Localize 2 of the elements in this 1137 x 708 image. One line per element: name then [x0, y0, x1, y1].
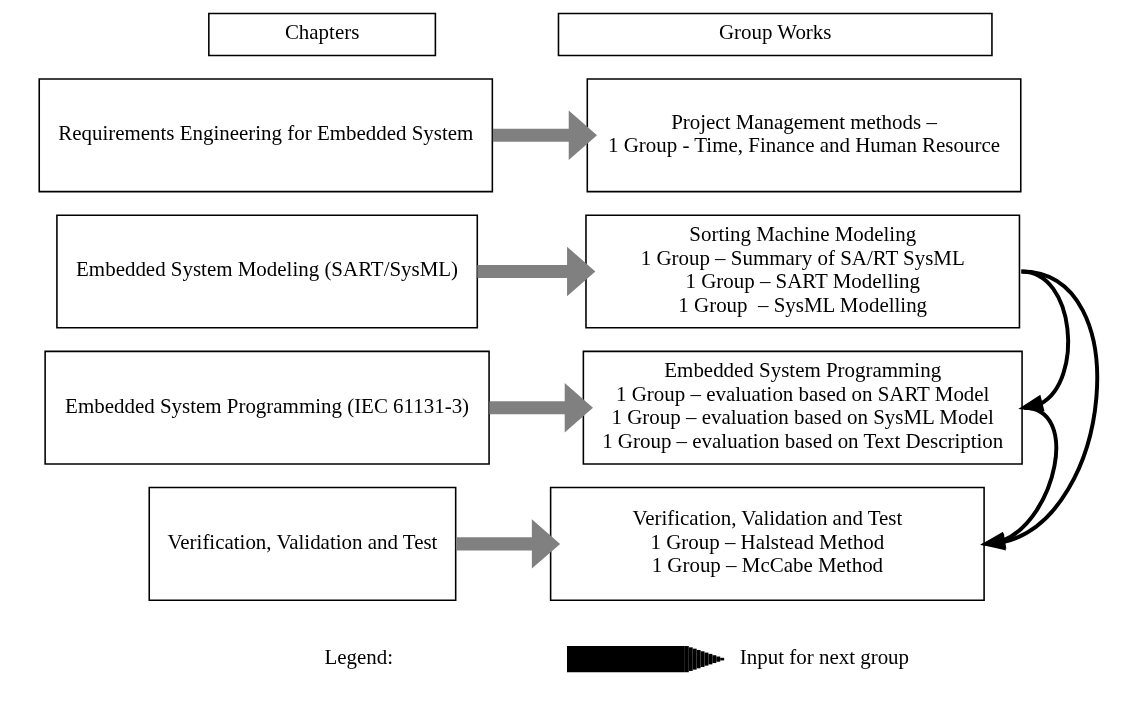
label: Legend:: [324, 645, 394, 670]
legend-label: Input for next group: [739, 645, 910, 670]
